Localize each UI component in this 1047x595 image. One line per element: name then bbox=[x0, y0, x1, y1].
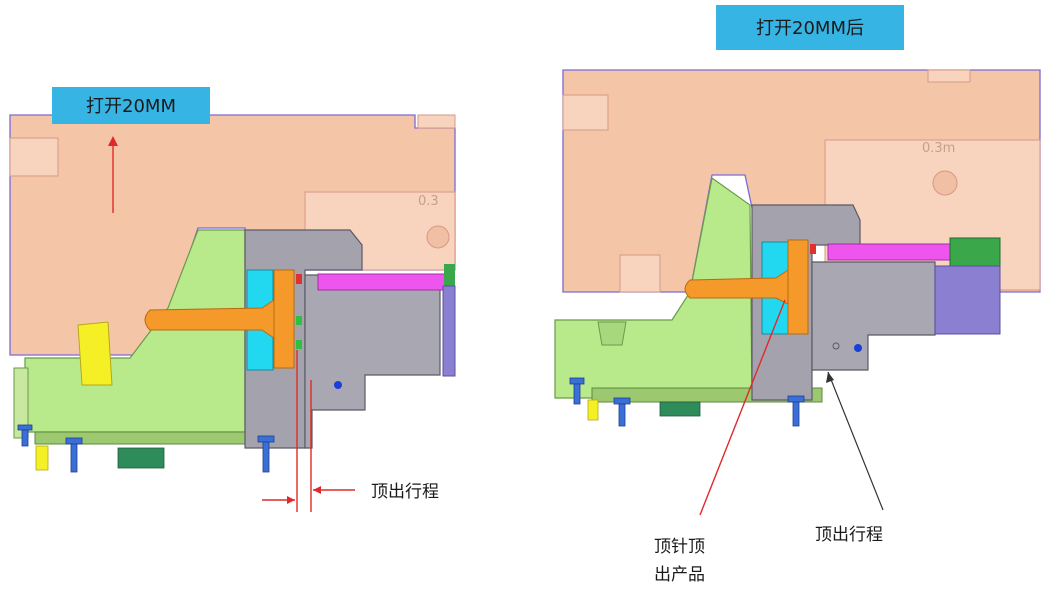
right-stroke-label: 顶出行程 bbox=[815, 525, 883, 545]
right-green-notch bbox=[597, 321, 627, 346]
left-small-red bbox=[296, 274, 302, 284]
right-dark-green-piece bbox=[949, 237, 1001, 267]
left-gray-slide bbox=[304, 274, 441, 449]
right-stroke-callout-arrowhead bbox=[826, 372, 834, 383]
left-yellow-block bbox=[77, 321, 113, 386]
right-orange-pin-shaft bbox=[684, 269, 789, 305]
left-plate-hole bbox=[426, 225, 450, 249]
right-pin-callout-line bbox=[699, 299, 786, 516]
right-assembly: 打开20MM后 0.3m 顶针顶 出产品 顶出行程 bbox=[554, 5, 1041, 585]
left-tag-box bbox=[52, 87, 210, 124]
left-orange-pin-shaft bbox=[144, 299, 275, 339]
left-blue-dot bbox=[334, 381, 342, 389]
left-dark-green-piece bbox=[444, 264, 455, 286]
right-purple-stack bbox=[934, 265, 1001, 335]
left-magenta-rod bbox=[317, 273, 449, 291]
left-purple-edge bbox=[442, 285, 456, 377]
right-blue-dot bbox=[854, 344, 862, 352]
right-gray-slide bbox=[811, 261, 936, 371]
left-base-strip bbox=[13, 367, 29, 439]
left-bolts bbox=[17, 424, 275, 473]
left-small-green-2 bbox=[296, 340, 302, 349]
left-faint-mark: 0.3 bbox=[418, 194, 439, 209]
left-orange-pin-head bbox=[273, 269, 295, 369]
right-tag-text: 打开20MM后 bbox=[756, 18, 864, 39]
right-small-red bbox=[810, 244, 816, 254]
right-bolts bbox=[569, 377, 805, 427]
left-plate-notch-side bbox=[9, 137, 59, 177]
left-stroke-label: 顶出行程 bbox=[371, 482, 439, 502]
right-stroke-callout-line bbox=[827, 371, 884, 511]
right-pin-label-2: 出产品 bbox=[654, 565, 705, 585]
right-plate-notch-top bbox=[927, 69, 971, 83]
right-magenta-rod bbox=[827, 243, 951, 261]
right-small-hole bbox=[832, 342, 840, 350]
left-yellow-foot bbox=[35, 445, 49, 471]
left-stroke-arrowhead-b bbox=[313, 486, 321, 494]
left-plate-notch-top bbox=[417, 114, 456, 129]
left-stroke-arrowhead-a bbox=[287, 496, 295, 504]
right-plate-notch-side bbox=[562, 94, 609, 131]
left-up-arrowhead bbox=[108, 136, 118, 146]
left-assembly: 打开20MM 0.3 顶出行程 bbox=[9, 87, 456, 512]
right-tag-box bbox=[716, 5, 904, 50]
left-tag-text: 打开20MM bbox=[86, 96, 176, 117]
right-yellow-foot bbox=[587, 399, 599, 421]
right-faint-mark: 0.3m bbox=[922, 141, 955, 156]
right-plate-notch-low bbox=[619, 254, 661, 293]
right-plate-hole bbox=[932, 170, 958, 196]
left-small-green-1 bbox=[296, 316, 302, 325]
right-orange-pin-head bbox=[787, 239, 809, 335]
left-dark-green-foot bbox=[117, 447, 165, 469]
right-pin-label-1: 顶针顶 bbox=[654, 537, 705, 557]
right-dark-green-foot bbox=[659, 401, 701, 417]
